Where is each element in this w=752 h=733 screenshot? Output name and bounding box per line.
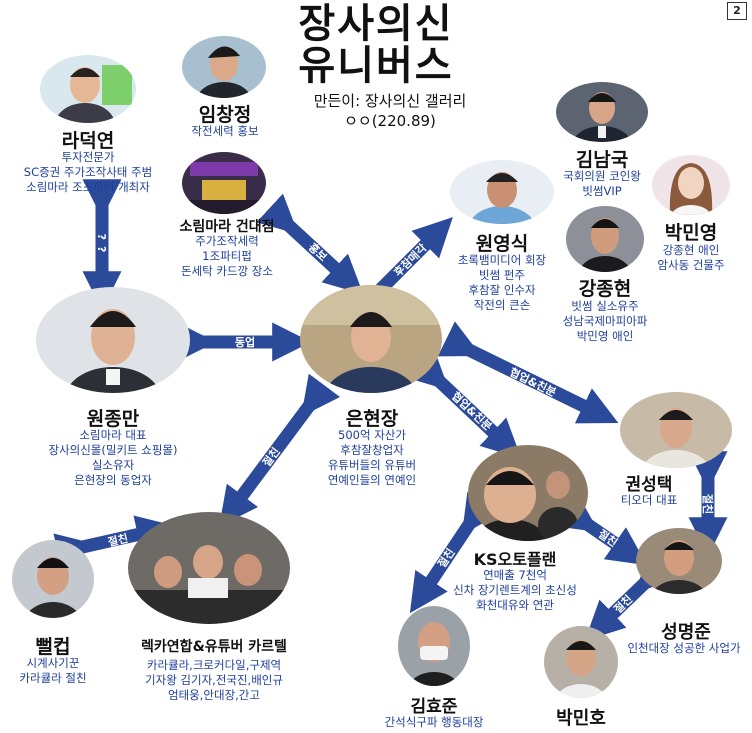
label-coop1: 협업&친분 (507, 365, 558, 400)
photo-kimhyojun (398, 606, 470, 686)
photo-ksautoplan (468, 445, 588, 541)
page-number-badge: 2 (727, 2, 747, 20)
name-kimnamguk: 김남국 (575, 149, 629, 171)
name-ppeolkeop: 뻘컵 (35, 636, 71, 658)
name-wonjongman: 원종만 (86, 408, 140, 430)
photo-eunhyunjang (300, 285, 442, 393)
desc-seongmyeongjun: 인천대장 성공한 사업가 (627, 641, 741, 655)
name-kangjonghyun: 강종현 (578, 278, 632, 300)
name-kwonseongtaek: 권성택 (625, 475, 673, 495)
name-wonyeongsik: 원영식 (475, 233, 529, 255)
arrow-seong-parkminho (584, 551, 677, 641)
photo-wonyeongsik (450, 160, 554, 224)
arrow-ks-kimhyo (409, 491, 500, 614)
name-parkminyoung: 박민영 (664, 222, 718, 244)
arrow-sorim-eunhyun (256, 193, 364, 295)
photo-imchangjeong (182, 36, 266, 98)
photo-seongmyeongjun (636, 528, 722, 594)
label-bestfriend3: 절친 (107, 531, 130, 549)
label-unknown: ?? (95, 234, 108, 259)
maker-label: 만든이: 장사의신 갤러리 (313, 92, 467, 110)
photo-ppeolkeop (12, 540, 94, 618)
name-imchangjeong: 임창정 (198, 104, 252, 126)
name-parkminho: 박민호 (556, 708, 606, 729)
photo-kangjonghyun (566, 206, 644, 272)
photo-wonjongman (36, 287, 190, 393)
desc-kimhyojun: 간석식구파 행동대장 (384, 715, 484, 729)
photo-kimnamguk (556, 82, 648, 142)
photo-rekka (128, 512, 290, 624)
page-title-line1: 장사의신 (298, 1, 454, 47)
name-rekka: 렉카연합&유튜버 카르텔 (141, 639, 287, 655)
name-eunhyunjang: 은현장 (345, 408, 399, 430)
label-bestfriend2: 절친 (701, 494, 715, 514)
desc-kwonseongtaek: 티오더 대표 (620, 493, 678, 507)
name-radeokyeon: 라덕연 (61, 130, 115, 152)
label-after: 후참매각 (391, 241, 430, 280)
arrow-ks-seong (555, 494, 647, 566)
photo-parkminho (544, 626, 618, 698)
arrow-eunhyun-wonyeong (375, 217, 453, 295)
photo-radeokyeon (40, 55, 136, 123)
label-coop2: 협업&친분 (449, 389, 495, 433)
arrow-eunhyun-ks (407, 349, 522, 459)
name-seongmyeongjun: 성명준 (661, 622, 711, 643)
photo-kwonseongtaek (620, 392, 732, 468)
maker-id: ㅇㅇ(220.89) (344, 112, 436, 130)
photo-parkminyoung (652, 155, 730, 215)
label-partner: 동업 (235, 336, 255, 349)
arrow-eunhyun-rekka (219, 373, 341, 527)
photo-sorimmara (182, 152, 266, 214)
name-kimhyojun: 김효준 (410, 697, 458, 717)
desc-imchangjeong: 작전세력 홍보 (191, 124, 259, 138)
name-ksautoplan: KS오토플랜 (473, 550, 557, 569)
name-sorimmara: 소림마라 건대점 (179, 219, 275, 235)
page-title-line2: 유니버스 (298, 43, 454, 89)
